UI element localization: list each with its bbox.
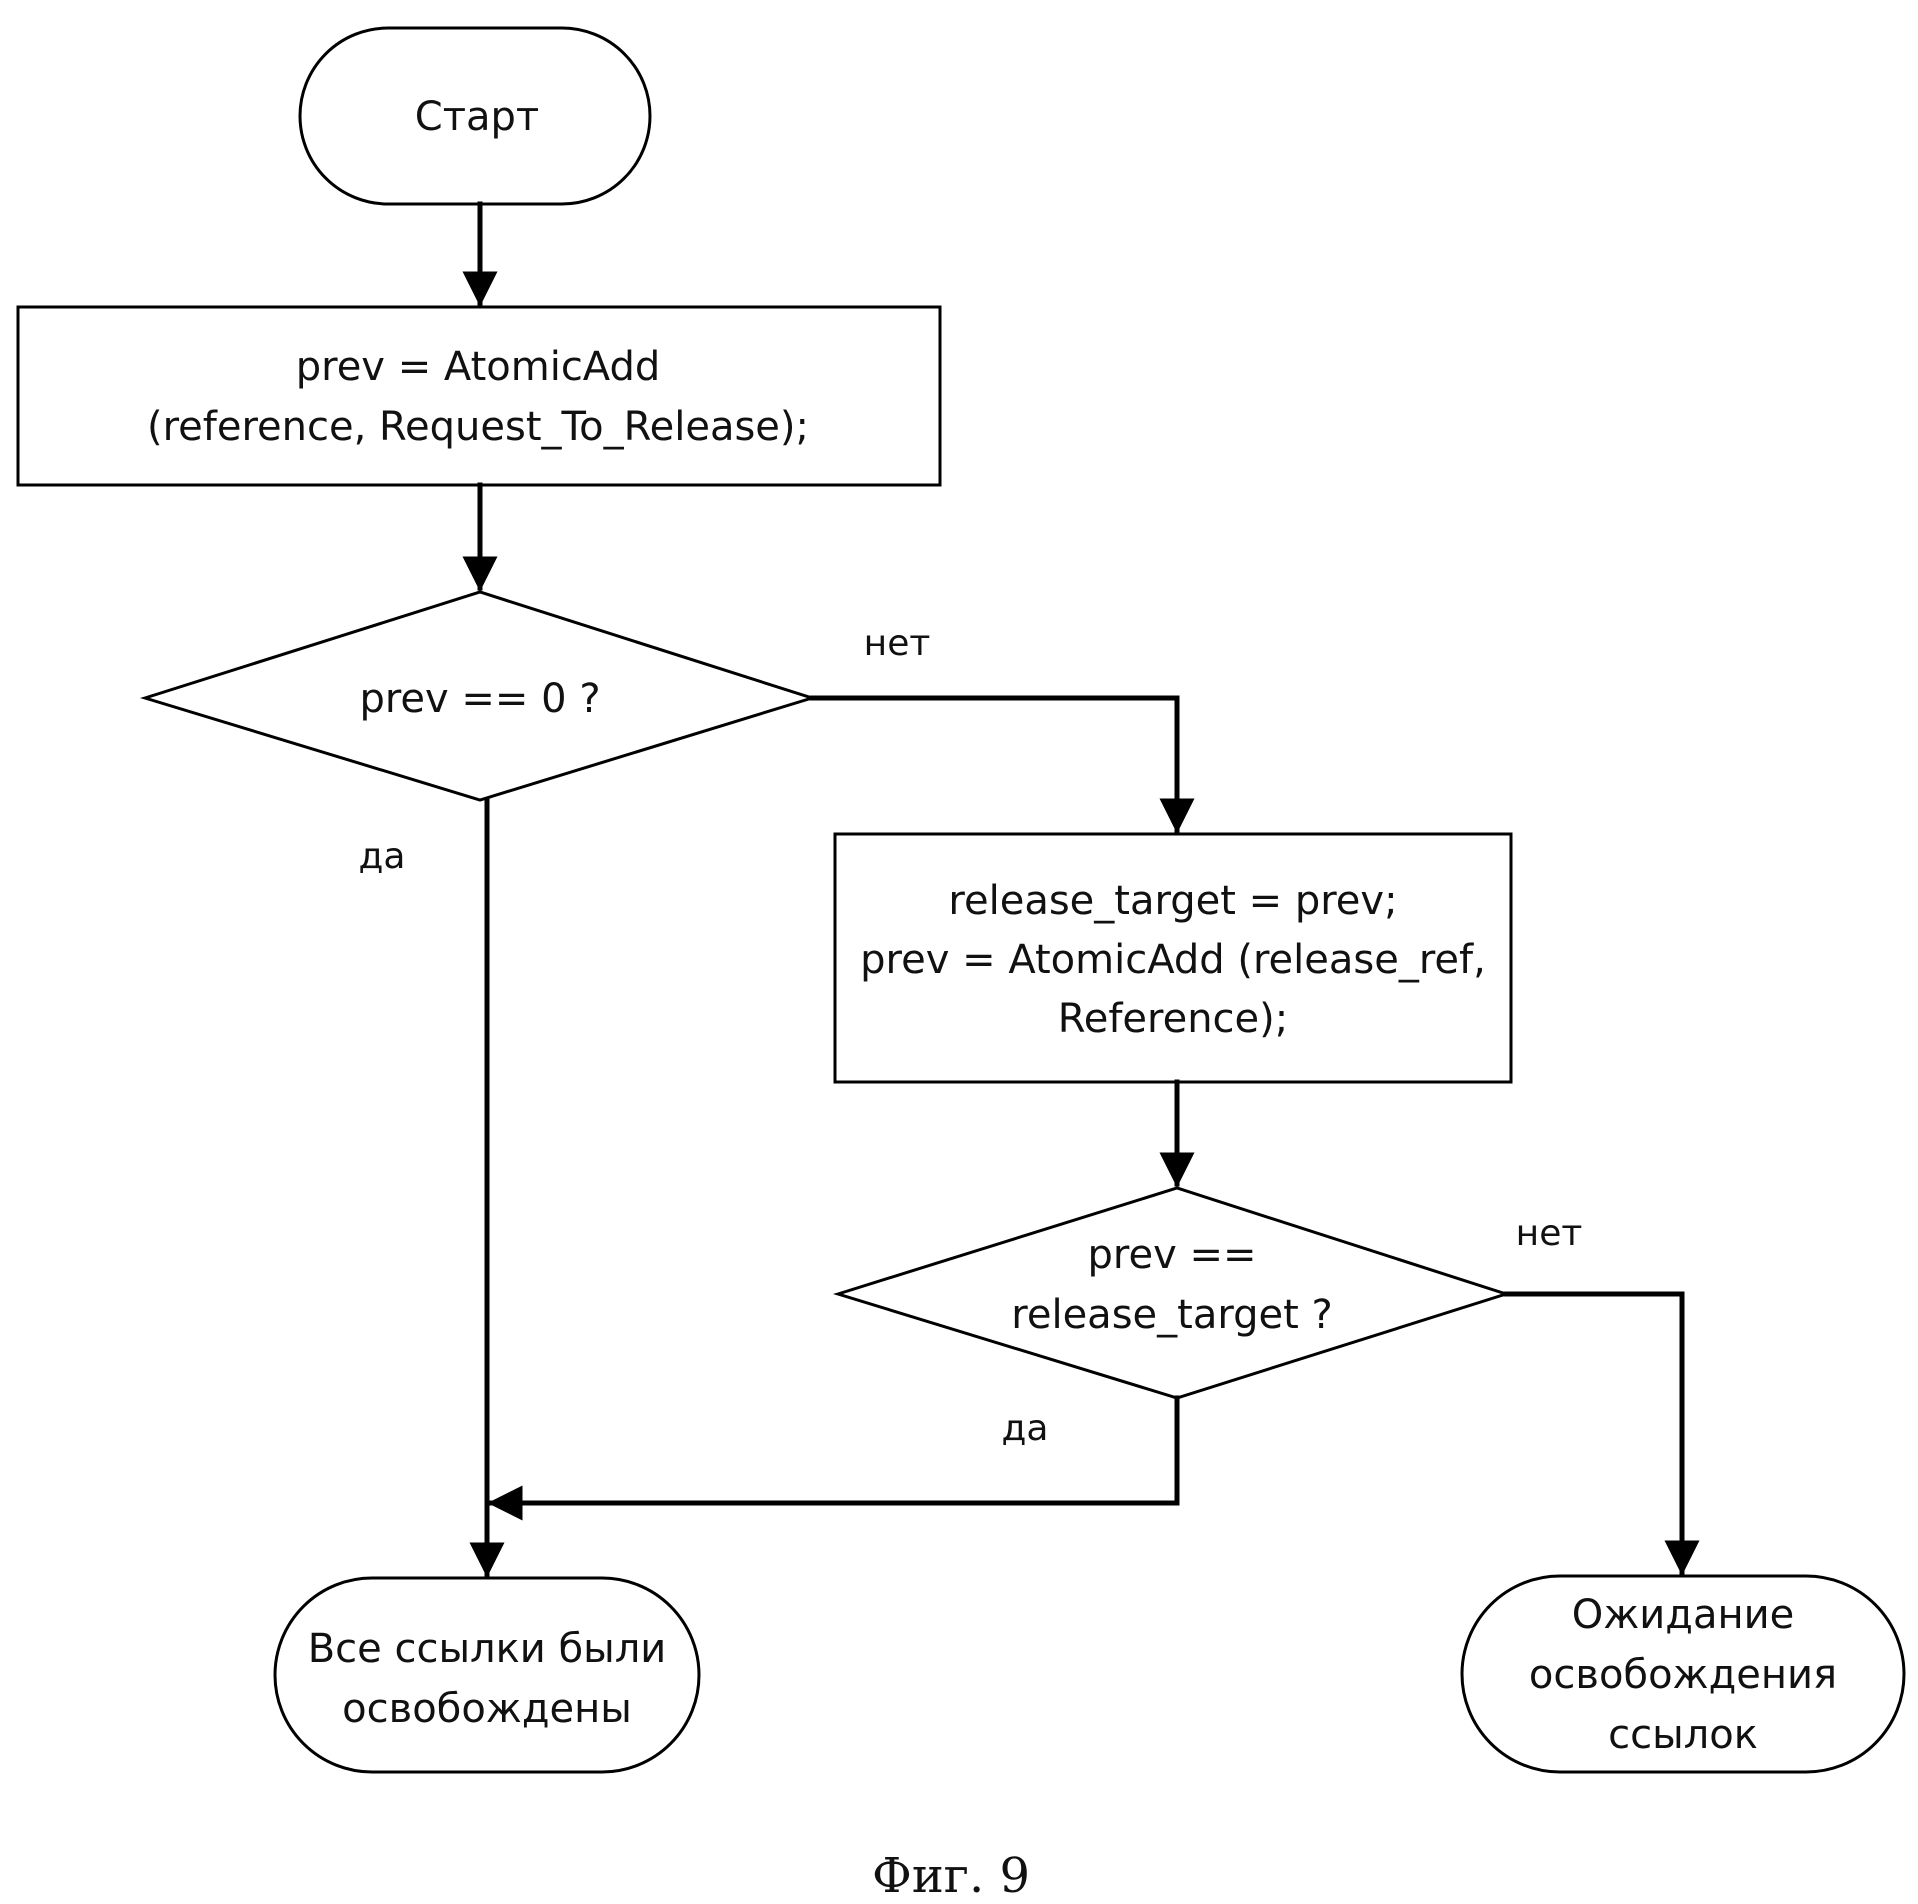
release-line-3: Reference); — [1058, 996, 1289, 1042]
figure-caption: Фиг. 9 — [872, 1848, 1030, 1904]
atomic-add-line-1: prev = AtomicAdd — [296, 344, 661, 390]
end-released-line-1: Все ссылки были — [308, 1626, 667, 1672]
atomic-add-line-2: (reference, Request_To_Release); — [147, 404, 809, 450]
decision-2-line-1: prev == — [1088, 1232, 1257, 1278]
decision-2-line-2: release_target ? — [1011, 1292, 1332, 1338]
branch-label-d2-yes: да — [1002, 1408, 1049, 1449]
flow-arrow-decision2-no — [1506, 1294, 1682, 1572]
flow-arrow-decision1-no — [812, 698, 1177, 830]
atomic-add-process — [18, 307, 940, 485]
branch-label-d1-yes: да — [359, 836, 406, 877]
end-terminal-released — [275, 1578, 699, 1772]
release-line-1: release_target = prev; — [948, 878, 1397, 924]
branch-label-d1-no: нет — [864, 623, 931, 664]
release-line-2: prev = AtomicAdd (release_ref, — [860, 937, 1486, 983]
end-waiting-line-2: освобождения — [1529, 1652, 1837, 1698]
start-label: Старт — [415, 94, 539, 140]
end-released-line-2: освобождены — [342, 1686, 632, 1732]
end-waiting-line-3: ссылок — [1608, 1712, 1758, 1758]
flow-arrow-decision2-yes — [491, 1398, 1177, 1503]
end-waiting-line-1: Ожидание — [1572, 1592, 1794, 1638]
decision-1-label: prev == 0 ? — [359, 676, 600, 722]
branch-label-d2-no: нет — [1516, 1213, 1583, 1254]
